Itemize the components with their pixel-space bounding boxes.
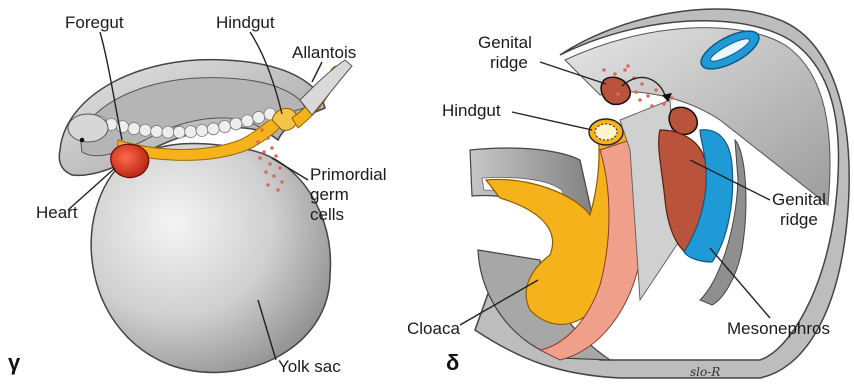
- label-hindgut-left: Hindgut: [216, 13, 275, 32]
- somite: [219, 121, 231, 133]
- label-yolk-sac: Yolk sac: [278, 357, 341, 376]
- germ-cell-dot: [613, 72, 617, 76]
- somite: [162, 126, 174, 138]
- germ-cell-dot: [256, 140, 260, 144]
- germ-cell-dot: [650, 104, 654, 108]
- germ-cell-dot: [616, 92, 620, 96]
- germ-cell-dot: [264, 170, 268, 174]
- label-pgc-1: Primordial: [310, 165, 387, 184]
- somite: [230, 118, 242, 130]
- label-cloaca: Cloaca: [407, 319, 460, 338]
- germ-cell-dot: [278, 166, 282, 170]
- germ-cell-dot: [266, 183, 270, 187]
- germ-cell-dot: [270, 146, 274, 150]
- somite: [241, 115, 253, 127]
- label-genital-ridge-right-1: Genital: [772, 190, 826, 209]
- leader-allantois: [312, 62, 322, 82]
- germ-cell-dot: [274, 154, 278, 158]
- germ-cell-dot: [634, 90, 638, 94]
- head-shape: [68, 114, 108, 142]
- germ-cell-dot: [638, 98, 642, 102]
- germ-cell-dot: [623, 68, 627, 72]
- somite: [139, 124, 151, 136]
- somite: [196, 125, 208, 137]
- germ-cell-dot: [626, 64, 630, 68]
- somite: [151, 125, 163, 137]
- somite: [173, 126, 185, 138]
- somite: [185, 126, 197, 138]
- germ-cell-dot: [670, 96, 674, 100]
- label-genital-ridge-top-1: Genital: [478, 33, 532, 52]
- germ-cell-dot: [646, 94, 650, 98]
- artist-signature: slo-R: [690, 365, 720, 379]
- hindgut-ring: [589, 119, 623, 145]
- label-genital-ridge-top-2: ridge: [490, 53, 528, 72]
- label-hindgut-right: Hindgut: [442, 101, 501, 120]
- germ-cell-dot: [258, 156, 262, 160]
- label-heart: Heart: [36, 203, 78, 222]
- germ-cell-dot: [276, 188, 280, 192]
- germ-cell-dot: [280, 180, 284, 184]
- somite: [128, 123, 140, 135]
- germ-cell-dot: [654, 88, 658, 92]
- label-mesonephros: Mesonephros: [727, 319, 830, 338]
- panel-letter-right: δ: [446, 350, 459, 375]
- somite: [253, 111, 265, 123]
- embryo-left: Foregut Hindgut Allantois Heart Primordi…: [8, 13, 387, 376]
- germ-cell-dot: [640, 82, 644, 86]
- label-pgc-2: germ: [310, 185, 349, 204]
- label-pgc-3: cells: [310, 205, 344, 224]
- panel-letter-left: γ: [8, 350, 21, 375]
- leader-hindgut-right: [512, 112, 592, 130]
- label-allantois: Allantois: [292, 43, 356, 62]
- label-foregut: Foregut: [65, 13, 124, 32]
- genital-ridge-top-2: [669, 107, 697, 134]
- germ-cell-dot: [602, 68, 606, 72]
- embryo-right: Genital ridge Hindgut Genital ridge Cloa…: [407, 9, 849, 379]
- germ-cell-dot: [272, 174, 276, 178]
- germ-cell-dot: [268, 162, 272, 166]
- germ-cell-dot: [266, 136, 270, 140]
- germ-cell-dot: [262, 150, 266, 154]
- somite: [207, 123, 219, 135]
- germ-cell-dot: [260, 128, 264, 132]
- eye-dot: [80, 138, 85, 143]
- germ-cell-dot: [662, 102, 666, 106]
- heart-shape: [111, 144, 149, 177]
- label-genital-ridge-right-2: ridge: [780, 210, 818, 229]
